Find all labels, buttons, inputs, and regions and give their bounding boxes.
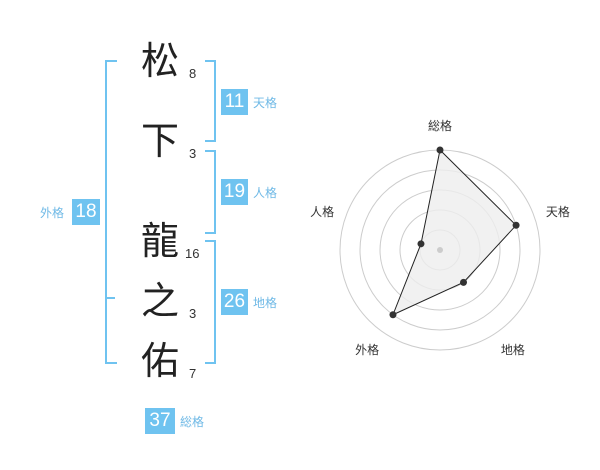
radar-chart	[339, 146, 541, 351]
name-char-3: 龍	[140, 219, 179, 263]
name-char-5: 佑	[140, 339, 179, 383]
radar-point-2	[512, 221, 520, 229]
gaikaku-bracket-mid	[105, 297, 115, 299]
stroke-count-1: 8	[189, 66, 197, 81]
stroke-count-3: 16	[185, 246, 200, 261]
chikaku-value-box: 26	[221, 289, 248, 315]
name-char-2: 下	[140, 119, 179, 163]
tenkaku-label: 天格	[253, 96, 278, 110]
radar-point-1	[436, 146, 444, 154]
name-char-1: 松	[140, 39, 179, 83]
radar-axis-label-5: 人格	[310, 204, 335, 219]
stroke-count-5: 7	[189, 366, 197, 381]
gaikaku-value-box: 18	[72, 199, 100, 225]
tenkaku-value-box: 11	[221, 89, 248, 115]
tenkaku-bracket	[205, 60, 216, 142]
radar-axis-label-1: 総格	[428, 119, 453, 133]
radar-axis-label-3: 地格	[500, 343, 525, 358]
radar-axis-label-2: 天格	[545, 204, 570, 219]
stroke-count-4: 3	[189, 306, 197, 321]
gaikaku-bracket	[105, 60, 117, 364]
radar-point-4	[389, 311, 397, 319]
chikaku-bracket	[205, 240, 216, 364]
soukaku-label: 総格	[180, 415, 205, 429]
jinkaku-label: 人格	[253, 186, 278, 200]
jinkaku-value-box: 19	[221, 179, 248, 205]
stroke-count-2: 3	[189, 146, 197, 161]
chikaku-label: 地格	[253, 296, 278, 310]
radar-axis-label-4: 外格	[355, 343, 380, 358]
jinkaku-bracket	[205, 150, 216, 234]
radar-center-dot	[437, 247, 443, 253]
name-char-4: 之	[140, 279, 179, 323]
soukaku-value-box: 37	[145, 408, 175, 434]
gaikaku-label: 外格	[40, 206, 65, 220]
radar-series-polygon	[392, 148, 517, 316]
radar-point-3	[460, 278, 468, 286]
radar-point-5	[417, 240, 425, 248]
